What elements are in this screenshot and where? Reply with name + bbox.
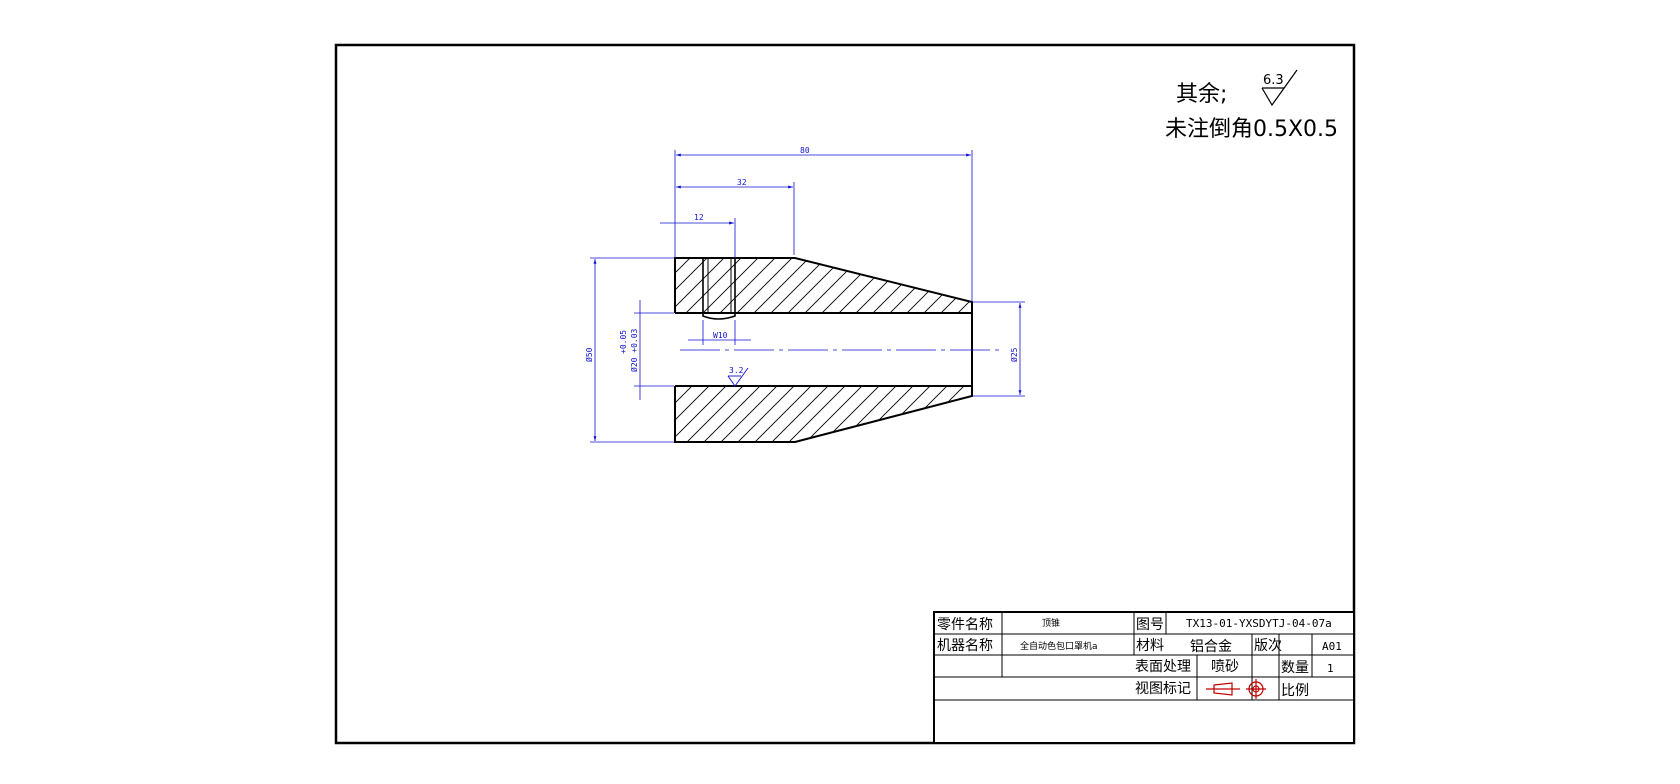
hatch-line (763, 258, 835, 313)
roughness-symbol-icon: 6.3 (1261, 69, 1298, 107)
dim-bore-tol-upper: +0.05 (619, 330, 628, 354)
hatch-line (916, 258, 972, 313)
dim-total-length: 80 (800, 146, 810, 155)
hatch-line (780, 258, 852, 313)
dim-length-32: 32 (737, 178, 747, 187)
hatch-bottom (577, 380, 1157, 450)
title-block: 零件名称 顶锥 图号 TX13-01-YXSDYTJ-04-07a 机器名称 全… (933, 611, 1355, 744)
hatch-line (814, 258, 886, 313)
dim-small-end-diameter: Ø25 (1009, 347, 1019, 362)
bore-roughness-icon: 3.2 (727, 366, 749, 387)
hatch-line (675, 258, 733, 313)
hatch-line (675, 386, 682, 442)
hatch-line (577, 250, 647, 320)
hatch-line (950, 386, 972, 442)
dimension-labels: 80 32 12 W10 Ø50 +0.05 Ø20 +0.03 Ø25 3.2 (584, 146, 1019, 387)
top-profile (674, 257, 973, 443)
hatch-line (967, 258, 972, 313)
hatch-line (763, 386, 835, 442)
quantity-label: 数量 (1281, 660, 1309, 676)
part-section-view (577, 250, 1157, 450)
groove-profile (702, 258, 736, 320)
hatch-line (1019, 250, 1089, 320)
hatch-line (675, 258, 699, 313)
hatch-line (814, 386, 886, 442)
hatch-top (577, 250, 1157, 320)
hatch-line (675, 386, 699, 442)
quantity-value: 1 (1327, 662, 1334, 675)
hatch-line (882, 258, 954, 313)
hatch-line (1036, 380, 1106, 450)
revision-label: 版次 (1254, 638, 1282, 654)
hatch-line (916, 386, 972, 442)
hatch-line (577, 380, 647, 450)
rest-roughness-prefix: 其余; (1176, 82, 1227, 107)
general-notes: 其余; 6.3 未注倒角0.5X0.5 (1165, 69, 1338, 142)
hatch-line (950, 258, 972, 313)
material-value: 铝合金 (1190, 639, 1232, 655)
machine-name-value: 全自动色包口罩机a (1020, 640, 1098, 652)
hatch-line (882, 386, 954, 442)
hatch-line (1002, 250, 1072, 320)
revision-value: A01 (1322, 640, 1342, 653)
hatch-line (594, 250, 664, 320)
hatch-line (712, 386, 784, 442)
hatch-line (1053, 380, 1123, 450)
hatch-line (675, 258, 682, 313)
hatch-line (729, 258, 801, 313)
hatch-line (899, 258, 971, 313)
hatch-line (729, 386, 801, 442)
chamfer-note: 未注倒角0.5X0.5 (1165, 117, 1338, 142)
hatch-line (712, 258, 784, 313)
hatch-line (1002, 380, 1072, 450)
hatch-line (678, 258, 750, 313)
machine-name-label: 机器名称 (937, 638, 993, 654)
hatch-line (933, 258, 972, 313)
projection-symbol-icon (1206, 679, 1266, 699)
dim-outer-diameter: Ø50 (584, 347, 594, 362)
bore-roughness-value: 3.2 (729, 366, 744, 375)
hatch-line (848, 258, 920, 313)
scale-label: 比例 (1281, 683, 1309, 699)
surface-value: 喷砂 (1211, 659, 1239, 675)
hatch-line (1053, 250, 1123, 320)
hatch-line (594, 380, 664, 450)
hatch-line (675, 386, 733, 442)
hatch-line (1087, 250, 1157, 320)
dim-length-12: 12 (694, 213, 704, 222)
dim-groove-width: W10 (713, 331, 728, 340)
drawing-frame (334, 43, 1356, 745)
surface-label: 表面处理 (1135, 659, 1191, 675)
hatch-line (967, 386, 972, 442)
material-label: 材料 (1136, 638, 1164, 654)
hatch-line (899, 386, 971, 442)
hatch-line (1019, 380, 1089, 450)
drawing-no-value: TX13-01-YXSDYTJ-04-07a (1186, 617, 1332, 630)
hatch-line (1070, 380, 1140, 450)
hatch-line (695, 386, 767, 442)
hatch-line (678, 386, 750, 442)
hatch-line (1036, 250, 1106, 320)
part-name-value: 顶锥 (1042, 617, 1060, 629)
hatch-line (831, 386, 903, 442)
hatch-line (675, 258, 716, 313)
hatch-line (848, 386, 920, 442)
hatch-line (746, 258, 818, 313)
part-name-label: 零件名称 (937, 617, 993, 633)
hatch-line (780, 386, 852, 442)
hatch-line (1087, 380, 1157, 450)
drawing-no-label: 图号 (1136, 617, 1164, 633)
view-label: 视图标记 (1135, 681, 1191, 697)
hatch-line (933, 386, 972, 442)
rest-roughness-value: 6.3 (1263, 73, 1284, 88)
hatch-line (675, 386, 716, 442)
hatch-line (831, 258, 903, 313)
dim-bore-diameter: Ø20 +0.03 (629, 328, 639, 372)
dimensions (590, 150, 1025, 443)
hatch-line (1070, 250, 1140, 320)
hatch-line (746, 386, 818, 442)
